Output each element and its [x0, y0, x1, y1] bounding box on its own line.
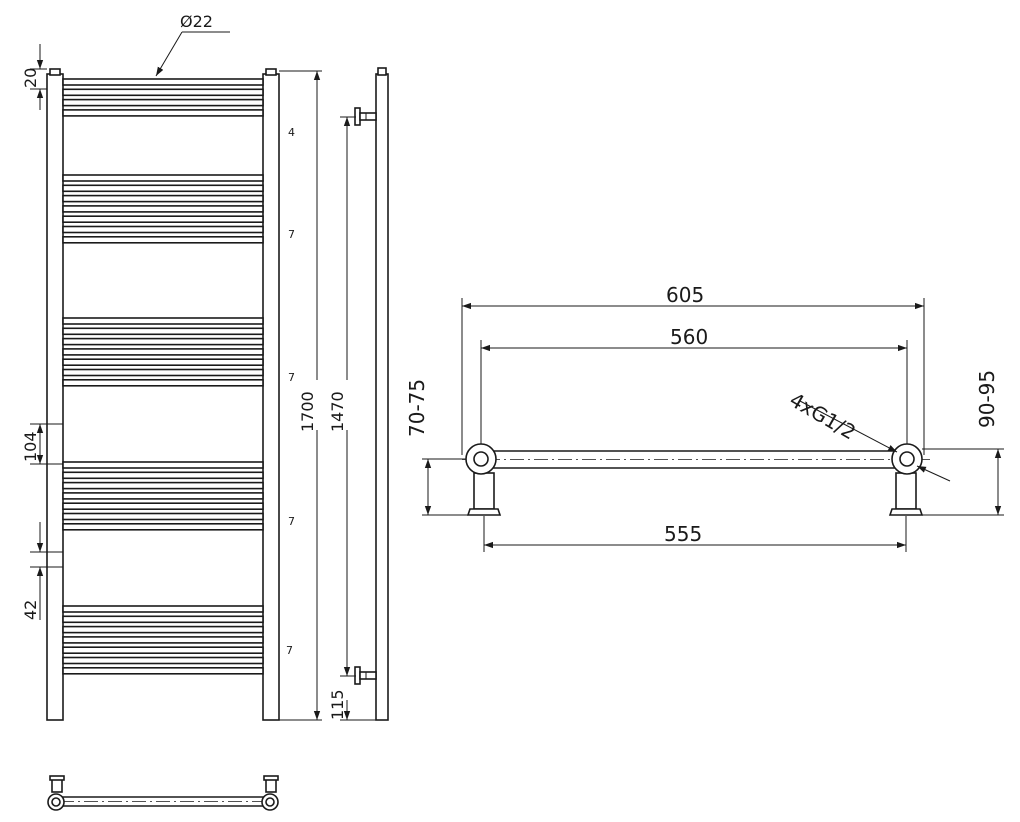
group-count-4: 7 — [288, 515, 295, 528]
rail-bar — [62, 522, 264, 531]
rail-bar — [62, 358, 264, 367]
rail-bar — [62, 512, 264, 521]
rail-bar — [62, 78, 264, 86]
rail-bar — [62, 348, 264, 356]
rail-bar — [62, 471, 264, 480]
total-height-label: 1700 — [298, 391, 317, 432]
rail-bar — [62, 317, 264, 325]
horizontal-rails — [62, 78, 264, 675]
left-depth-label: 70-75 — [405, 379, 429, 437]
right-mount — [888, 443, 924, 516]
rail-bar — [62, 605, 264, 613]
mount-distance-dimension: 555 — [483, 516, 907, 552]
rail-bar — [62, 205, 264, 213]
left-mount — [465, 443, 502, 516]
group-count-1: 4 — [288, 126, 295, 139]
rail-bar — [62, 109, 264, 117]
right-depth-dimension: 90-95 — [922, 370, 1004, 516]
bottom-view-left-valve — [47, 775, 65, 811]
rail-spacing-dimension: 42 — [21, 522, 63, 620]
mount-height-dimension: 1470 — [328, 116, 356, 677]
group-count-5: 7 — [286, 644, 293, 657]
bottom-mount-label: 115 — [328, 689, 347, 720]
bottom-view-right-valve — [261, 775, 279, 811]
rail-bar — [62, 666, 264, 675]
rail-bar — [62, 194, 264, 203]
pipe-diameter-label: Ø22 — [180, 12, 213, 31]
bottom-mount-dimension: 115 — [328, 689, 376, 721]
group-count-3: 7 — [288, 371, 295, 384]
mount-height-label: 1470 — [328, 391, 347, 432]
rail-bar — [62, 368, 264, 377]
left-top-cap — [49, 68, 61, 76]
rail-bar — [62, 481, 264, 490]
rail-bar — [62, 337, 264, 346]
connection-label: 4xG1/2 — [786, 388, 861, 445]
rail-bar — [62, 174, 264, 182]
top-view: 605 560 555 70-75 — [405, 283, 1004, 552]
rail-bar — [62, 646, 264, 655]
front-view: 4 7 7 7 7 Ø22 20 104 — [21, 12, 322, 721]
rail-bar — [62, 625, 264, 634]
rail-bar — [62, 225, 264, 234]
total-height-dimension: 1700 — [279, 70, 322, 721]
group-gap-dimension: 104 — [21, 423, 63, 465]
right-top-cap — [265, 68, 277, 76]
top-offset-label: 20 — [21, 68, 40, 88]
rail-bar — [62, 327, 264, 336]
group-count-2: 7 — [288, 228, 295, 241]
side-view: 1470 115 — [328, 67, 389, 721]
top-wall-bracket — [354, 107, 377, 126]
rail-spacing-label: 42 — [21, 600, 40, 620]
rail-bar — [62, 636, 264, 644]
rail-bar — [62, 98, 264, 107]
right-depth-label: 90-95 — [975, 370, 999, 428]
left-depth-dimension: 70-75 — [405, 379, 470, 516]
top-offset-dimension: 20 — [21, 44, 47, 110]
axis-distance-dimension: 560 — [480, 325, 908, 444]
bottom-view — [47, 775, 279, 811]
overall-width-label: 605 — [666, 283, 704, 307]
rail-bar — [62, 502, 264, 511]
left-vertical-tube — [46, 73, 64, 721]
group-gap-label: 104 — [21, 431, 40, 462]
rail-bar — [62, 236, 264, 244]
rail-bar — [62, 492, 264, 500]
rail-bar — [62, 88, 264, 97]
rail-bar — [62, 215, 264, 223]
rail-bar — [62, 656, 264, 665]
pipe-diameter-callout: Ø22 — [155, 12, 230, 77]
axis-distance-label: 560 — [670, 325, 708, 349]
rail-bar — [62, 615, 264, 624]
overall-width-dimension: 605 — [461, 283, 925, 455]
rail-bar — [62, 461, 264, 469]
side-top-cap — [377, 67, 387, 76]
bottom-wall-bracket — [354, 666, 377, 685]
rail-bar — [62, 378, 264, 387]
right-vertical-tube — [262, 73, 280, 721]
side-tube — [375, 73, 389, 721]
rail-bar — [62, 184, 264, 193]
mount-distance-label: 555 — [664, 522, 702, 546]
